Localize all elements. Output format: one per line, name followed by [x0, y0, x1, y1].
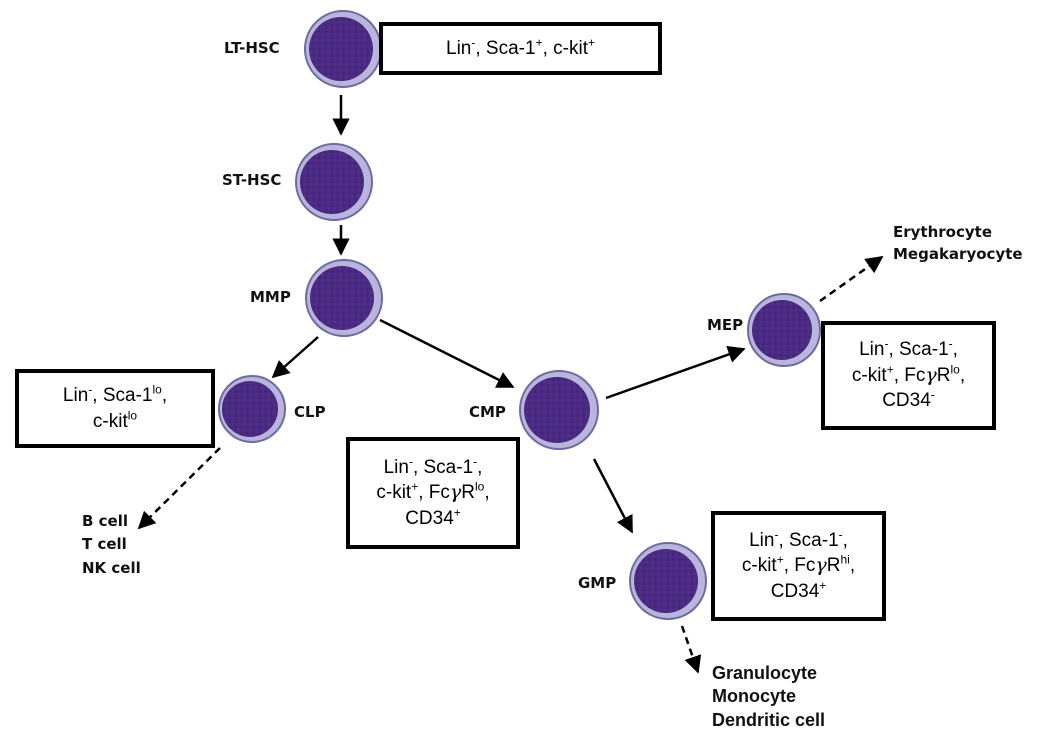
marker-line: Lin-, Sca-1-, [383, 454, 483, 478]
marker-line: CD34+ [405, 505, 461, 529]
marker-line: Lin-, Sca-1-, [749, 527, 848, 551]
outcome-granulocyte: Granulocyte [712, 663, 818, 683]
cmp-marker-box: Lin-, Sca-1-, c-kit+, FcγRlo, CD34+ [346, 437, 520, 549]
outcome-t-cell: T cell [82, 535, 127, 554]
mep-cell [747, 293, 821, 367]
marker-line: c-kitlo [92, 408, 138, 432]
marker-line: c-kit+, FcγRhi, [741, 552, 856, 577]
clp-outcomes: B cell T cell NK cell [82, 510, 141, 580]
dashed-arrow-mep-to-erythrocyte [819, 255, 884, 303]
arrow-cmp-to-gmp [592, 458, 634, 534]
dashed-arrow-clp-to-lymphoid [137, 447, 221, 530]
marker-line: Lin-, Sca-1lo, [62, 382, 168, 406]
lt-hsc-marker-box: Lin-, Sca-1+, c-kit+ [379, 22, 662, 75]
clp-marker-box: Lin-, Sca-1lo, c-kitlo [15, 369, 215, 448]
marker-line: CD34- [882, 387, 935, 412]
marker-line: c-kit+, FcγRlo, [376, 479, 490, 504]
marker-line: Lin-, Sca-1+, c-kit+ [446, 35, 595, 59]
outcome-megakaryocyte: Megakaryocyte [893, 244, 1023, 263]
outcome-nk-cell: NK cell [82, 558, 141, 577]
arrow-cmp-to-mep [605, 346, 746, 400]
marker-line: CD34+ [770, 578, 827, 602]
dashed-arrow-gmp-to-myeloid [680, 625, 702, 674]
marker-line: c-kit+, FcγRlo, [851, 362, 966, 386]
mep-marker-box: Lin-, Sca-1-, c-kit+, FcγRlo, CD34- [821, 321, 996, 430]
marker-line: Lin-, Sca-1-, [859, 336, 958, 361]
clp-cell [218, 375, 286, 443]
arrow-mmp-to-clp [271, 336, 319, 379]
cmp-label: CMP [469, 403, 506, 421]
gmp-marker-box: Lin-, Sca-1-, c-kit+, FcγRhi, CD34+ [711, 511, 886, 621]
mep-label: MEP [707, 316, 744, 334]
lt-hsc-cell [304, 10, 382, 88]
st-hsc-label: ST-HSC [222, 171, 282, 189]
st-hsc-cell [295, 143, 373, 221]
mep-outcomes: Erythrocyte Megakaryocyte [893, 222, 1023, 266]
cmp-cell [519, 370, 599, 450]
clp-label: CLP [294, 403, 326, 421]
mmp-cell [305, 259, 383, 337]
gmp-label: GMP [578, 574, 617, 592]
outcome-dendritic-cell: Dendritic cell [712, 709, 826, 730]
gmp-outcomes: Granulocyte Monocyte Dendritic cell [712, 662, 825, 732]
outcome-b-cell: B cell [82, 512, 129, 530]
arrow-mmp-to-cmp [379, 318, 515, 389]
outcome-monocyte: Monocyte [712, 686, 797, 707]
gmp-cell [629, 542, 707, 620]
mmp-label: MMP [250, 288, 291, 306]
lt-hsc-label: LT-HSC [224, 39, 280, 57]
outcome-erythrocyte: Erythrocyte [893, 223, 992, 241]
